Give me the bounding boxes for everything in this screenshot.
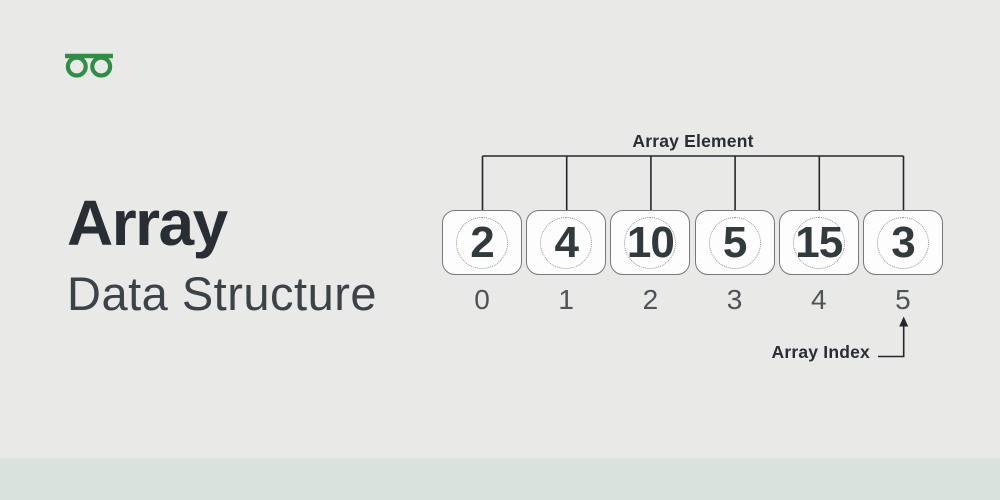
- array-cell: 2: [442, 210, 522, 275]
- page-subtitle: Data Structure: [67, 267, 378, 320]
- array-cells-row: 2 4 10 5 15 3: [442, 210, 943, 275]
- index-value: 3: [726, 284, 743, 315]
- dotted-circle: 3: [876, 216, 929, 269]
- dotted-circle: 2: [456, 216, 508, 269]
- cell-value: 10: [626, 217, 675, 267]
- dotted-circle: 15: [792, 216, 845, 269]
- cell-value: 15: [795, 217, 843, 267]
- page-title: Array: [67, 187, 228, 259]
- array-cell: 3: [862, 210, 943, 275]
- dotted-circle: 4: [540, 216, 593, 269]
- index-value: 5: [895, 284, 911, 315]
- cell-value: 5: [722, 217, 748, 267]
- cell-value: 2: [470, 217, 495, 267]
- array-cell: 4: [526, 210, 607, 275]
- array-cell: 5: [694, 210, 775, 275]
- index-value: 2: [642, 284, 659, 315]
- cell-value: 4: [554, 217, 579, 267]
- index-value: 1: [558, 284, 574, 315]
- index-value: 0: [474, 284, 490, 315]
- up-arrowhead-icon: [899, 316, 909, 327]
- dotted-circle: 5: [708, 216, 761, 269]
- array-element-label: Array Element: [632, 131, 754, 151]
- cell-value: 3: [891, 217, 916, 267]
- array-cell: 15: [778, 210, 859, 275]
- index-value: 4: [810, 284, 827, 315]
- array-index-label: Array Index: [771, 342, 870, 362]
- geeksforgeeks-logo-icon: [65, 53, 113, 78]
- footer-strip: [0, 458, 1000, 500]
- array-cell: 10: [610, 210, 691, 275]
- dotted-circle: 10: [624, 216, 677, 269]
- title-block: Array Data Structure: [67, 191, 377, 317]
- array-index-row: 0 1 2 3 4 5: [442, 286, 943, 314]
